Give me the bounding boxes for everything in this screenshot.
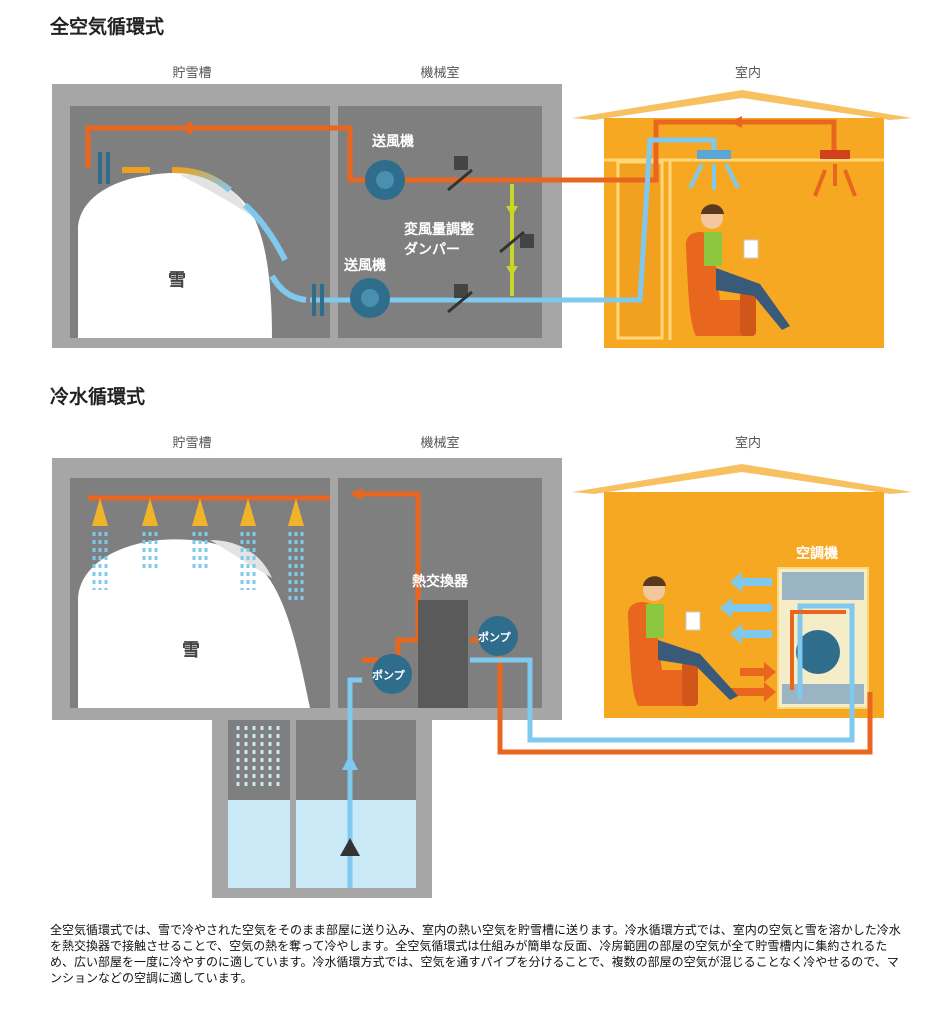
- person-reading-icon-1: [685, 204, 790, 336]
- supply-vent-icon: [697, 150, 731, 159]
- blower-top-label: 送風機: [371, 133, 414, 150]
- pump-intake-icon: [340, 838, 360, 856]
- air-circulation-diagram: 送風機 送風機 変風量調整 ダンパー 雪: [52, 84, 912, 348]
- filter-top-1: [98, 152, 102, 184]
- heat-exchanger-unit: [418, 600, 468, 708]
- pump-left-label: ポンプ: [372, 668, 406, 682]
- drain-drops: [236, 726, 280, 790]
- label-machine-2: 機械室: [420, 436, 460, 451]
- heat-exchanger-label: 熱交換器: [412, 573, 469, 590]
- label-indoor-2: 室内: [734, 436, 761, 451]
- pump-right-icon: [478, 616, 518, 656]
- section-title-water: 冷水循環式: [50, 386, 146, 408]
- chilled-water-diagram: 熱交換器 ポンプ ポンプ 空調機 雪: [52, 458, 912, 898]
- sprinkler-heads: [92, 498, 304, 526]
- cold-air-duct-1: [310, 137, 717, 303]
- damper-top-icon: [454, 156, 468, 170]
- person-reading-icon-2: [627, 576, 738, 706]
- air-conditioner-label: 空調機: [796, 545, 838, 562]
- ac-fan-icon: [796, 630, 840, 674]
- meltwater-pool: [228, 800, 416, 888]
- cold-loop-pipe: [470, 603, 855, 743]
- system-diagrams: 送風機 送風機 変風量調整 ダンパー 雪: [52, 84, 912, 898]
- house-roof-1: [572, 90, 912, 120]
- snow-label-1: 雪: [168, 270, 186, 291]
- house-roof-2: [572, 464, 912, 494]
- pump-right-label: ポンプ: [478, 630, 512, 644]
- label-storage-1: 貯雪槽: [172, 66, 212, 81]
- water-spray: [92, 532, 304, 600]
- snow-label-2: 雪: [182, 640, 200, 661]
- snow-pile-2: [78, 539, 310, 708]
- label-storage-2: 貯雪槽: [172, 436, 212, 451]
- filter-bottom-1: [312, 284, 316, 316]
- label-machine-1: 機械室: [420, 66, 460, 81]
- snow-pile-1: [78, 173, 272, 338]
- blower-bottom-label: 送風機: [343, 257, 386, 274]
- damper-bottom-icon: [454, 284, 468, 298]
- cool-air-arrows: [720, 572, 772, 644]
- pump-left-icon: [372, 654, 412, 694]
- label-indoor-1: 室内: [734, 66, 761, 81]
- description-caption: 全空気循環式では、雪で冷やされた空気をそのまま部屋に送り込み、室内の熱い空気を貯…: [50, 923, 901, 985]
- damper-label-line1: 変風量調整: [404, 221, 475, 238]
- warm-air-arrows: [730, 662, 776, 702]
- warm-water-return: [352, 491, 421, 640]
- damper-label-line2: ダンパー: [404, 241, 460, 258]
- return-vent-icon: [820, 150, 850, 159]
- damper-mid-icon: [520, 234, 534, 248]
- section-title-air: 全空気循環式: [50, 16, 165, 38]
